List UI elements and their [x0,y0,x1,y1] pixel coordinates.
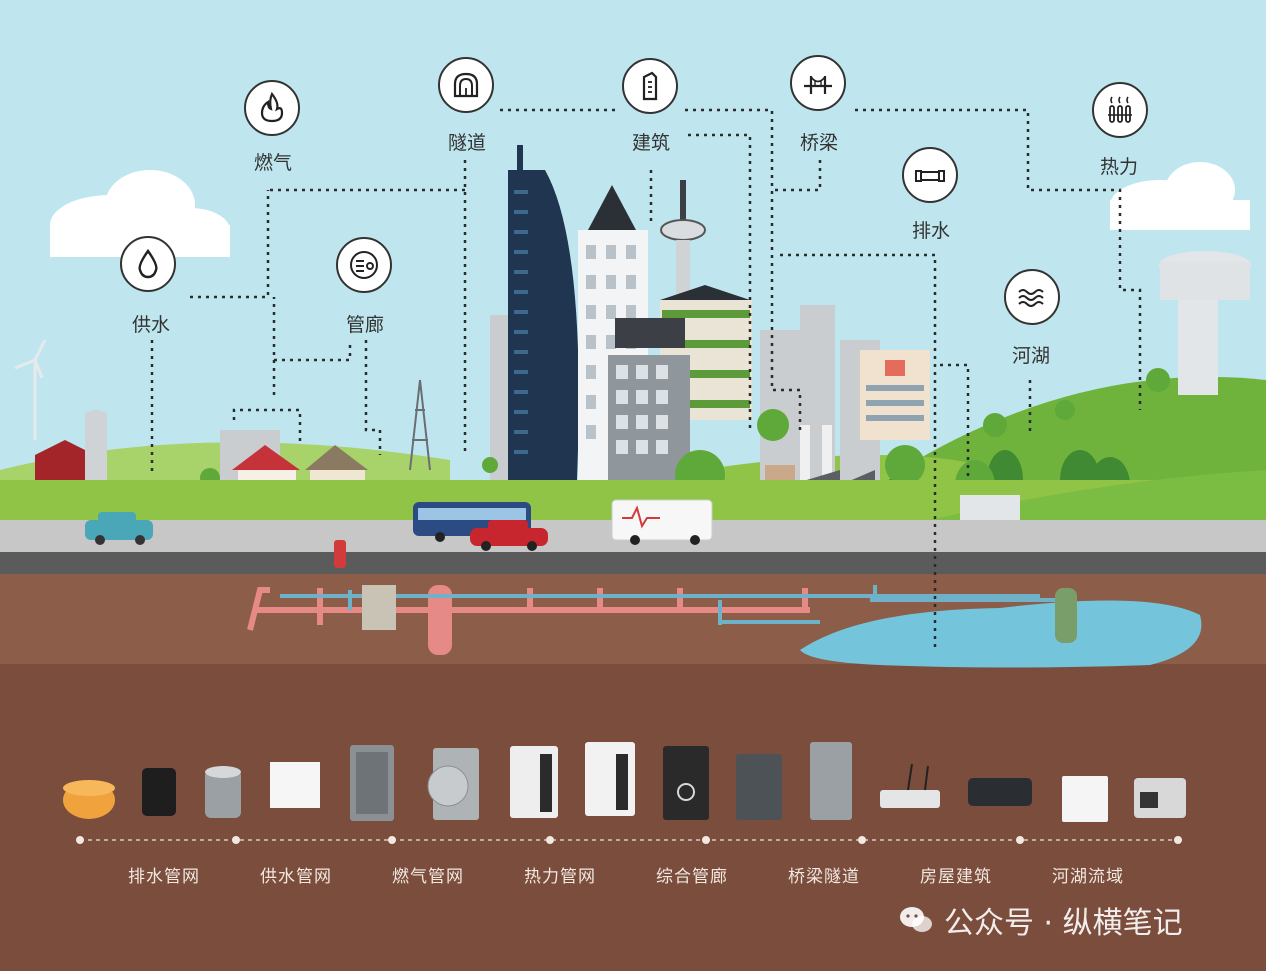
timeline-dots [76,836,1182,844]
bottom-label-gas-network: 燃气管网 [392,867,464,887]
category-label-rivers-lakes: 河湖 [1011,345,1050,367]
category-label-drainage: 排水 [911,220,950,242]
device-black-cylinder [142,768,176,816]
skyscraper [508,145,579,520]
heat-icon [1092,82,1148,138]
tv-tower [660,180,706,300]
category-label-bridge: 桥梁 [799,132,838,154]
lake [800,600,1202,668]
device-steel-box [810,742,852,820]
bottom-label-buildings: 房屋建筑 [920,867,992,887]
category-label-water-supply: 供水 [131,314,170,336]
device-grey-dial [427,748,479,820]
category-label-tunnel: 隧道 [447,132,486,154]
bottom-label-river-basin: 河湖流域 [1052,867,1124,887]
device-white-square [1062,776,1108,822]
cloud [1110,162,1250,230]
drain-pipe-icon [902,147,958,203]
device-router [880,763,940,808]
gas-main-pipe [428,585,452,655]
building-icon [622,58,678,114]
manhole-shaft [362,585,396,630]
water-drop-icon [120,236,176,292]
device-dark-box [736,754,782,820]
flame-icon [244,80,300,136]
category-label-gas: 燃气 [253,152,292,174]
device-grey-box [350,745,394,821]
device-gateway [968,778,1032,806]
device-camera-box [1134,778,1186,818]
ambulance [611,499,713,545]
bottom-label-utility-tunnel: 综合管廊 [656,867,728,887]
wechat-icon [900,907,932,932]
bottom-label-bridges-tunnels: 桥梁隧道 [788,867,860,887]
wind-turbine [14,339,47,440]
device-silver-cylinder [205,766,241,818]
bottom-label-water-supply-network: 供水管网 [260,867,332,887]
bottom-label-drainage-network: 排水管网 [128,867,200,887]
device-white-sensor [585,742,635,816]
fire-hydrant [334,540,346,568]
cell-tower [409,379,431,471]
truck [960,495,1020,520]
bottom-label-heating-network: 热力管网 [524,867,596,887]
device-manhole-sensor [63,780,115,819]
tunnel-icon [438,57,494,113]
car [470,520,548,551]
barn [35,410,107,480]
bridge-icon [790,55,846,111]
outfall-pipe [1055,588,1077,643]
water-tower [1159,251,1251,395]
road-curb [0,552,1266,574]
gas-pipe [247,587,810,631]
category-label-utility-tunnel: 管廊 [345,314,384,336]
hospital [860,350,930,440]
water-pipe [280,585,1060,625]
device-white-tall [510,746,558,818]
device-black-panel [663,746,709,820]
device-white-box [270,762,320,808]
watermark-text: 公众号 · 纵横笔记 [944,906,1183,941]
watermark: 公众号 · 纵横笔记 [898,898,1183,942]
category-label-heating: 热力 [1099,156,1138,178]
connector-lines [150,108,1142,650]
waves-icon [1004,269,1060,325]
category-label-building: 建筑 [631,132,670,154]
car [85,512,153,545]
utility-tunnel-icon [336,237,392,293]
